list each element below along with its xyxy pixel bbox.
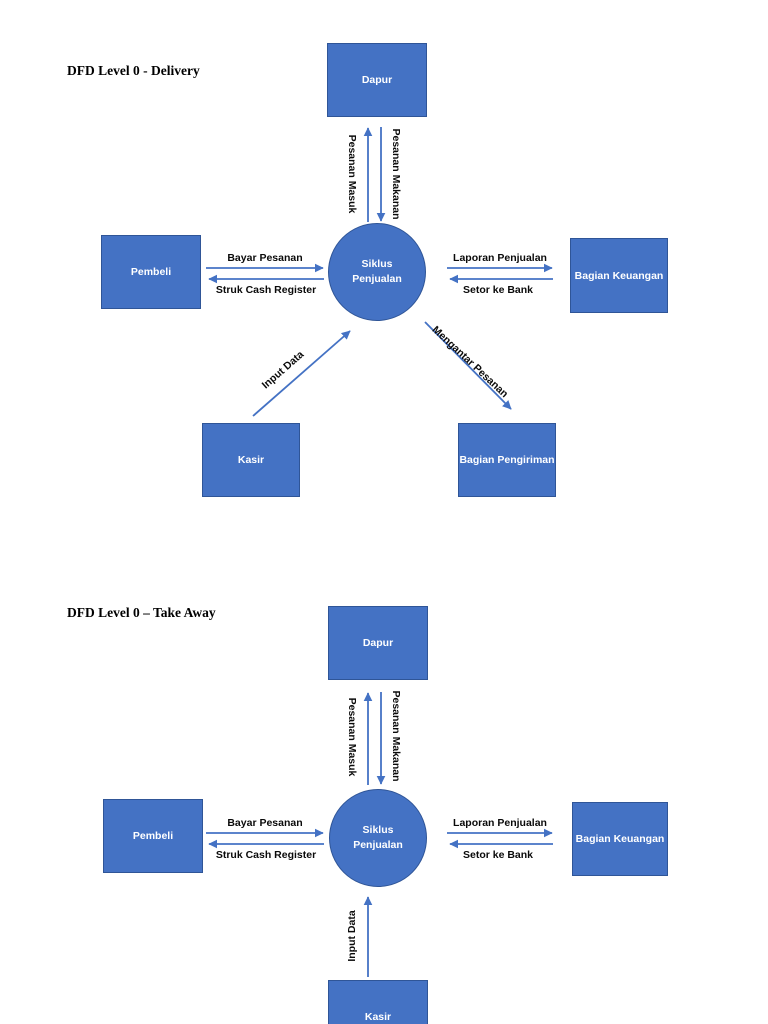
flow-label-struk-cash-register: Struk Cash Register: [215, 849, 317, 861]
entity-kasir-label: Kasir: [237, 454, 265, 466]
entity-bagian-pengiriman[interactable]: Bagian Pengiriman: [458, 423, 556, 497]
flow-label-pesanan-makanan: Pesanan Makanan: [390, 128, 402, 220]
process-label: Siklus Penjualan: [352, 257, 402, 285]
entity-kasir[interactable]: Kasir: [328, 980, 428, 1024]
flow-label-input-data: Input Data: [259, 348, 307, 392]
flow-label-mengantar-pesanan: Mengantar Pesanan: [429, 323, 511, 401]
arrow-input-data-d1: [252, 330, 351, 417]
entity-bagian-keuangan-label: Bagian Keuangan: [575, 833, 665, 845]
flow-label-bayar-pesanan: Bayar Pesanan: [227, 817, 303, 829]
entity-kasir[interactable]: Kasir: [202, 423, 300, 497]
flow-label-input-data: Input Data: [346, 910, 358, 962]
entity-pembeli-label: Pembeli: [132, 830, 174, 842]
entity-bagian-keuangan-label: Bagian Keuangan: [574, 269, 664, 282]
diagram-title-take-away: DFD Level 0 – Take Away: [67, 605, 216, 620]
process-siklus-penjualan[interactable]: Siklus Penjualan: [329, 789, 427, 887]
flow-label-setor-ke-bank: Setor ke Bank: [462, 849, 534, 861]
entity-dapur[interactable]: Dapur: [328, 606, 428, 680]
flow-label-laporan-penjualan: Laporan Penjualan: [453, 252, 547, 264]
entity-pembeli[interactable]: Pembeli: [103, 799, 203, 873]
flow-label-struk-cash-register: Struk Cash Register: [215, 284, 317, 296]
entity-pembeli-label: Pembeli: [130, 266, 172, 278]
entity-kasir-label: Kasir: [364, 1011, 392, 1023]
entity-dapur-label: Dapur: [361, 74, 393, 86]
entity-dapur[interactable]: Dapur: [327, 43, 427, 117]
entity-bagian-keuangan[interactable]: Bagian Keuangan: [570, 238, 668, 313]
diagram-title-delivery: DFD Level 0 - Delivery: [67, 63, 200, 78]
flow-label-laporan-penjualan: Laporan Penjualan: [453, 817, 547, 829]
flow-label-pesanan-makanan: Pesanan Makanan: [390, 690, 402, 782]
flow-label-pesanan-masuk: Pesanan Masuk: [346, 697, 358, 777]
entity-bagian-keuangan[interactable]: Bagian Keuangan: [572, 802, 668, 876]
entity-pembeli[interactable]: Pembeli: [101, 235, 201, 309]
entity-bagian-pengiriman-label: Bagian Pengiriman: [459, 454, 555, 466]
process-siklus-penjualan[interactable]: Siklus Penjualan: [328, 223, 426, 321]
entity-dapur-label: Dapur: [362, 637, 394, 649]
flow-label-setor-ke-bank: Setor ke Bank: [462, 284, 534, 296]
process-label: Siklus Penjualan: [353, 823, 403, 851]
flow-label-pesanan-masuk: Pesanan Masuk: [346, 134, 358, 214]
flow-label-bayar-pesanan: Bayar Pesanan: [227, 252, 303, 264]
